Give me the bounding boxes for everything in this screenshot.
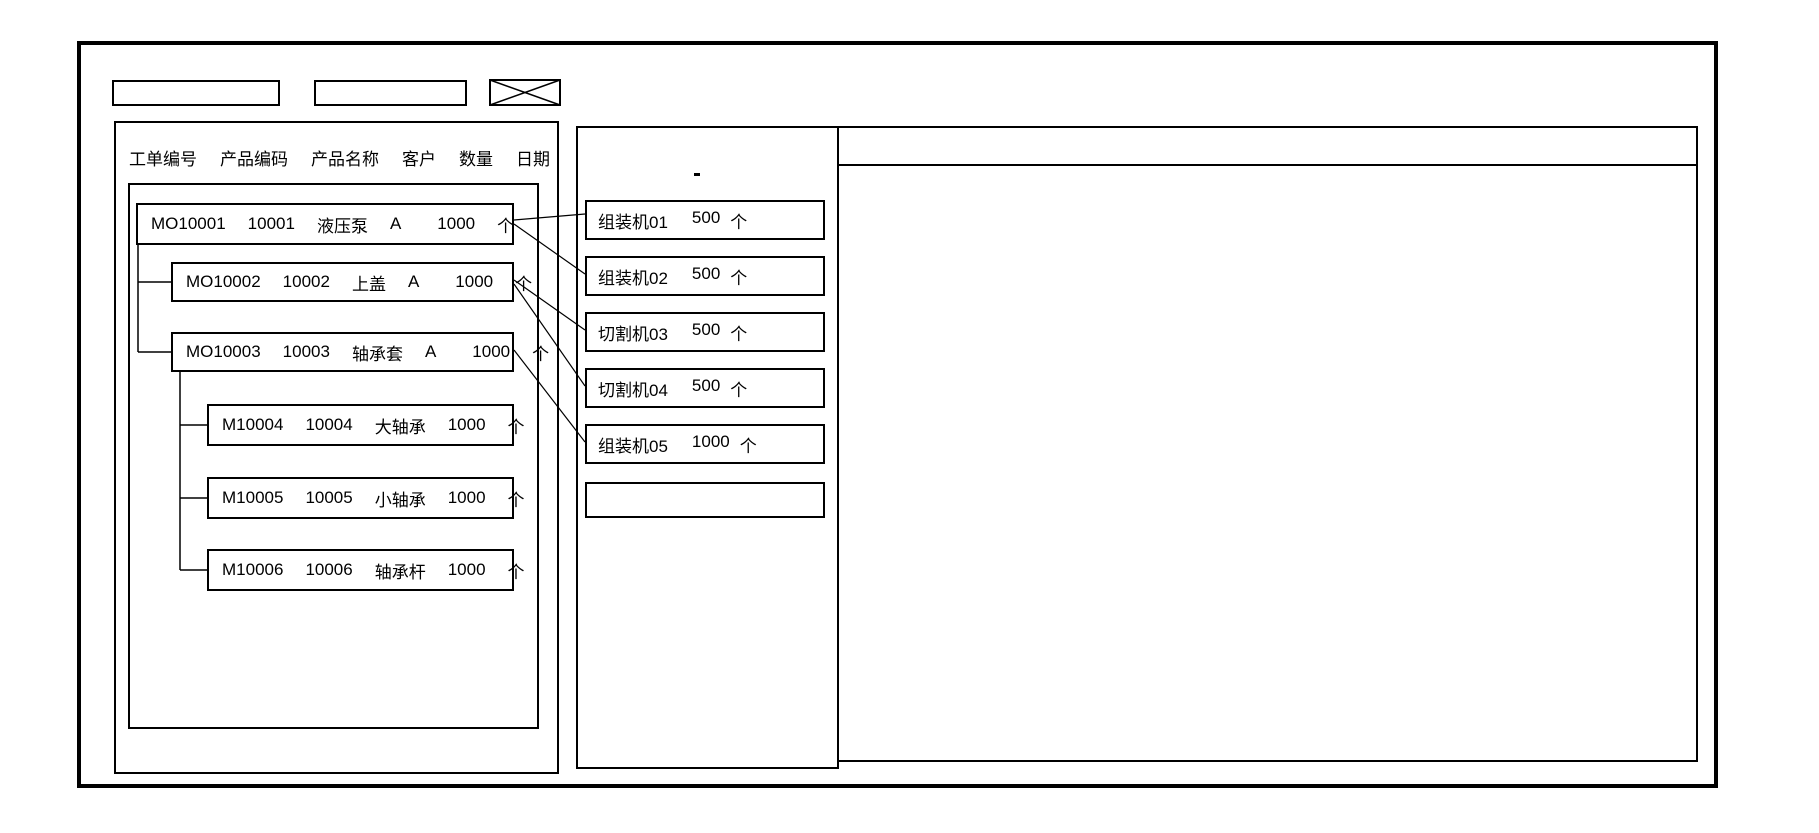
- product-code: 10005: [305, 488, 353, 507]
- unit: 个: [507, 417, 525, 437]
- col-qty: 数量: [459, 150, 493, 169]
- toolbar-field-1[interactable]: [112, 80, 280, 106]
- schedule-header-divider: [839, 164, 1696, 166]
- order-no: M10006: [222, 560, 284, 579]
- qty: 1000: [437, 214, 476, 233]
- machine-name: 切割机04: [598, 380, 668, 400]
- machine-qty: 500: [691, 207, 721, 227]
- col-customer: 客户: [402, 150, 436, 169]
- unit: 个: [532, 344, 550, 364]
- unit: 个: [507, 490, 525, 510]
- machine-unit: 个: [730, 212, 748, 232]
- qty: 1000: [447, 488, 486, 507]
- order-no: M10005: [222, 488, 284, 507]
- qty: 1000: [447, 415, 486, 434]
- unit: 个: [515, 274, 533, 294]
- order-no: M10004: [222, 415, 284, 434]
- qty: 1000: [447, 560, 486, 579]
- machine-qty: 500: [691, 319, 721, 339]
- machine-qty: 500: [691, 375, 721, 395]
- work-order-row-m10005[interactable]: M10005 10005 小轴承 1000 个: [207, 477, 525, 519]
- work-order-row-m10006[interactable]: M10006 10006 轴承杆 1000 个: [207, 549, 525, 591]
- col-date: 日期: [516, 150, 550, 169]
- machine-row-qgj03[interactable]: 切割机03 500 个: [585, 312, 825, 352]
- machine-row-qgj04[interactable]: 切割机04 500 个: [585, 368, 825, 408]
- machine-name: 组装机02: [598, 268, 668, 288]
- product-name: 轴承杆: [374, 562, 426, 582]
- work-order-row-mo10003[interactable]: MO10003 10003 轴承套 A 1000 个: [171, 332, 549, 372]
- machine-unit: 个: [739, 436, 757, 456]
- machine-unit: 个: [730, 380, 748, 400]
- machine-row-zzj05[interactable]: 组装机05 1000 个: [585, 424, 825, 464]
- unit: 个: [497, 216, 515, 236]
- toolbar-field-2[interactable]: [314, 80, 467, 106]
- product-name: 上盖: [351, 274, 386, 294]
- machine-unit: 个: [730, 324, 748, 344]
- x-box-icon: [489, 79, 561, 106]
- product-code: 10004: [305, 415, 353, 434]
- customer: A: [389, 214, 402, 233]
- col-product-code: 产品编码: [220, 150, 288, 169]
- work-order-row-mo10002[interactable]: MO10002 10002 上盖 A 1000 个: [171, 262, 532, 302]
- product-name: 轴承套: [351, 344, 403, 364]
- qty: 1000: [455, 272, 494, 291]
- dot-marker: [694, 173, 700, 176]
- product-code: 10003: [282, 342, 330, 361]
- work-order-row-m10004[interactable]: M10004 10004 大轴承 1000 个: [207, 404, 525, 446]
- work-order-row-mo10001[interactable]: MO10001 10001 液压泵 A 1000 个: [136, 203, 514, 245]
- machine-row-zzj02[interactable]: 组装机02 500 个: [585, 256, 825, 296]
- qty: 1000: [472, 342, 511, 361]
- order-no: MO10002: [186, 272, 261, 291]
- product-name: 小轴承: [374, 490, 426, 510]
- machine-name: 组装机05: [598, 436, 668, 456]
- product-code: 10001: [247, 214, 295, 233]
- machine-row-zzj01[interactable]: 组装机01 500 个: [585, 200, 825, 240]
- col-order-no: 工单编号: [129, 150, 197, 169]
- product-name: 液压泵: [316, 216, 368, 236]
- machine-unit: 个: [730, 268, 748, 288]
- order-no: MO10001: [151, 214, 226, 233]
- machine-name: 组装机01: [598, 212, 668, 232]
- order-no: MO10003: [186, 342, 261, 361]
- machine-name: 切割机03: [598, 324, 668, 344]
- customer: A: [424, 342, 437, 361]
- customer: A: [407, 272, 420, 291]
- x-placeholder-button[interactable]: [489, 79, 561, 106]
- product-code: 10006: [305, 560, 353, 579]
- unit: 个: [507, 562, 525, 582]
- schedule-panel: [837, 126, 1698, 762]
- machine-row-empty[interactable]: [585, 482, 825, 518]
- machine-qty: 1000: [691, 431, 730, 451]
- product-name: 大轴承: [374, 417, 426, 437]
- product-code: 10002: [282, 272, 330, 291]
- machine-qty: 500: [691, 263, 721, 283]
- col-product-name: 产品名称: [311, 150, 379, 169]
- work-order-column-header: 工单编号 产品编码 产品名称 客户 数量 日期: [129, 145, 550, 170]
